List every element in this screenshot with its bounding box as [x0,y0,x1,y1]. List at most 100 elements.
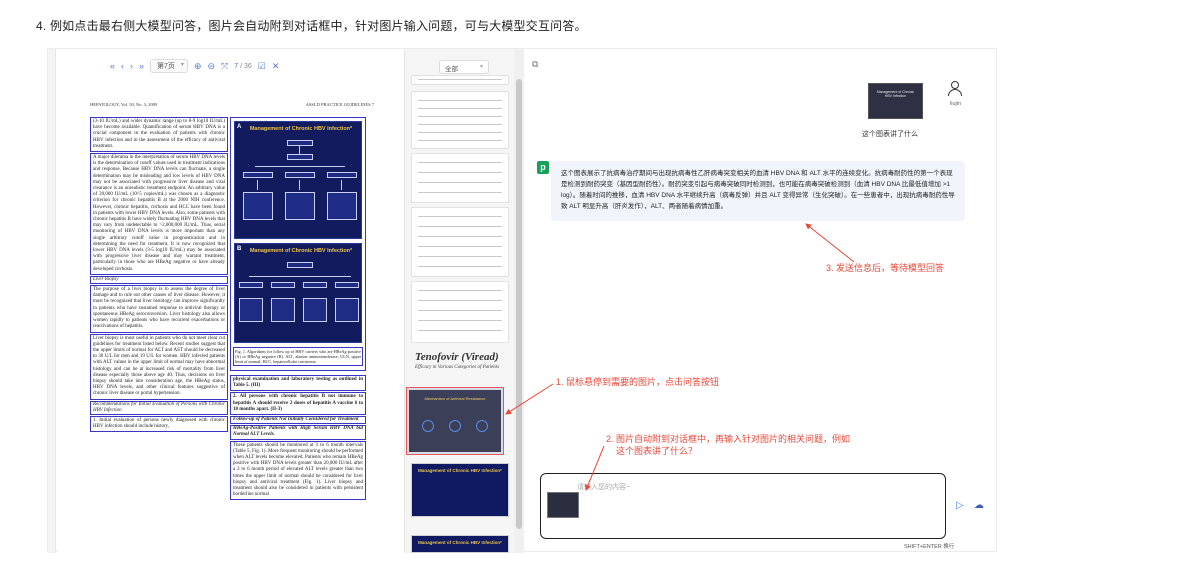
thumbnail-table[interactable] [411,75,509,85]
flow-node [239,298,263,322]
thumbnail-tenofovir[interactable]: Tenofovir (Viread) Efficacy in Various C… [411,345,509,385]
flow-node [303,282,327,288]
flow-node [327,192,357,220]
hovered-thumbnail[interactable]: Mechanism of Antiviral Resistance [406,387,504,455]
flow-line [255,166,345,167]
text-line [418,256,502,257]
text-line [418,162,502,163]
annotation-step2: 2. 图片自动附到对话框中，再输入针对图片的相关问题，例如 这个图表讲了什么？ [606,433,850,457]
paragraph[interactable]: 1. Initial evaluation of persons newly d… [90,415,228,433]
text-line [418,300,502,301]
flow-node [303,298,327,322]
text-column-right: physical examination and laboratory test… [230,375,366,550]
figure-a-title: Management of Chronic HBV Infection* [249,126,353,132]
text-line [418,140,502,141]
left-strip [48,49,56,553]
paragraph[interactable]: 2. All persons with chronic hepatitis B … [230,392,366,416]
scrollbar-thumb[interactable] [516,79,522,529]
zoom-icon[interactable] [422,420,435,432]
figure-b-letter: B [237,246,242,252]
thumbnail-table[interactable] [411,91,509,149]
thumbnail-filter-select[interactable]: 全部 [439,60,489,74]
text-line [418,192,502,193]
paragraph[interactable]: physical examination and laboratory test… [230,375,366,392]
bot-avatar-icon: p [537,161,549,174]
flow-node [243,192,273,220]
section-heading[interactable]: Liver Biopsy [90,275,228,285]
thumbnail-table[interactable] [411,207,509,277]
header-right: ASSLD PRACTICE GUIDELINES 7 [305,102,374,107]
copy-icon[interactable] [448,420,461,432]
instruction-text: 4. 例如点击最右侧大模型问答，图片会自动附到对话框中，针对图片输入问题，可与大… [36,19,587,33]
figure-b[interactable]: B Management of Chronic HBV Infection* [234,243,362,343]
flow-line [299,146,300,154]
attached-image-thumbnail[interactable] [547,492,579,518]
app-frame: « ‹ › » 第7页 ⊕ ⊖ ⤧ 7 / 36 ☑ ✕ HEPATOLOGY,… [47,48,998,553]
first-page-button[interactable]: « [110,61,116,71]
page-total: / 36 [240,62,252,70]
last-page-button[interactable]: » [139,61,145,71]
figure-b-title: Management of Chronic HBV Infection* [249,248,353,254]
flow-node [327,172,357,178]
user-attached-image[interactable]: Management of Chronic HBV Infection [868,83,923,119]
text-column-left: (3-10 IU/mL) and wider dynamic range (up… [90,117,228,547]
paragraph[interactable]: (3-10 IU/mL) and wider dynamic range (up… [90,117,228,153]
hovered-image: Mechanism of Antiviral Resistance [409,390,501,452]
figure-a[interactable]: A Management of Chronic HBV Infection* [234,121,362,239]
text-line [418,182,502,183]
paragraph[interactable]: The purpose of a liver biopsy is to asse… [90,285,228,333]
flow-node [239,282,263,288]
zoom-out-icon[interactable]: ⊖ [207,60,216,71]
close-icon[interactable]: ✕ [271,60,280,71]
thumbnail-table[interactable] [411,153,509,203]
panel-collapse-icon[interactable]: ⧉ [532,59,539,69]
text-line [418,216,502,217]
thumbnail-slide[interactable]: Management of Chronic HBV Infection* [411,463,509,517]
figure-caption[interactable]: Fig. 1. Algorithms for follow up of HBV … [233,347,363,366]
paragraph[interactable]: Liver biopsy is most useful in patients … [90,333,228,400]
flow-line [341,180,342,190]
bot-answer: 这个图表展示了抗病毒治疗期间与出现抗病毒性乙肝病毒突变相关的血清 HBV DNA… [551,161,965,221]
fit-page-icon[interactable]: ⤧ [221,60,229,71]
zoom-in-icon[interactable]: ⊕ [193,60,202,71]
section-heading[interactable]: Recommendations for Initial Evaluation o… [90,400,228,415]
header-left: HEPATOLOGY, Vol. 50, No. 3, 2009 [90,102,158,107]
paragraph[interactable]: A major dilemma in the interpretation of… [90,153,228,275]
text-line [418,124,502,125]
figure-block[interactable]: A Management of Chronic HBV Infection* [230,117,366,371]
viewer-scrollbar[interactable] [514,49,524,553]
input-placeholder: 请输入您的内容~ [577,484,631,491]
page-current: 7 [234,62,239,70]
text-line [418,290,502,291]
figure-a-letter: A [237,124,242,130]
flow-node [335,282,359,288]
paragraph[interactable]: These patients should be monitored at 3 … [230,440,366,501]
section-heading[interactable]: Follow-up of Patients Not Initially Cons… [230,416,366,425]
annotation-step1: 1. 鼠标悬停到需要的图片，点击问答按钮 [556,377,720,387]
edit-icon[interactable]: ☑ [257,60,266,71]
flow-node [335,298,359,322]
flow-node [285,172,315,178]
text-line [418,100,502,101]
chat-qa-icon[interactable] [475,420,488,432]
chat-input[interactable]: 请输入您的内容~ [540,473,946,539]
thumbnail-table[interactable] [411,281,509,343]
viewer-toolbar: « ‹ › » 第7页 ⊕ ⊖ ⤧ 7 / 36 ☑ ✕ [110,57,279,75]
send-icon[interactable]: ▷ [956,500,964,511]
document-header: HEPATOLOGY, Vol. 50, No. 3, 2009 ASSLD P… [90,102,374,107]
text-line [418,79,502,80]
flow-line [249,276,351,277]
page-select[interactable]: 第7页 [150,59,188,73]
hovered-image-title: Mechanism of Antiviral Resistance [424,396,486,401]
thumbnail-slide[interactable]: Management of Chronic HBV Infection* [411,535,509,553]
page-counter: 7 / 36 [234,63,252,70]
section-heading[interactable]: HBeAg-Positive Patients with High Serum … [230,425,366,440]
prev-page-button[interactable]: ‹ [121,61,125,71]
hover-action-bar [415,420,495,432]
chat-panel: liujin Management of Chronic HBV Infecti… [537,49,998,553]
flow-line [299,180,300,190]
flow-node [243,172,273,178]
avatar-body [948,89,962,96]
upload-cloud-icon[interactable]: ☁ [974,500,984,511]
next-page-button[interactable]: › [130,61,134,71]
